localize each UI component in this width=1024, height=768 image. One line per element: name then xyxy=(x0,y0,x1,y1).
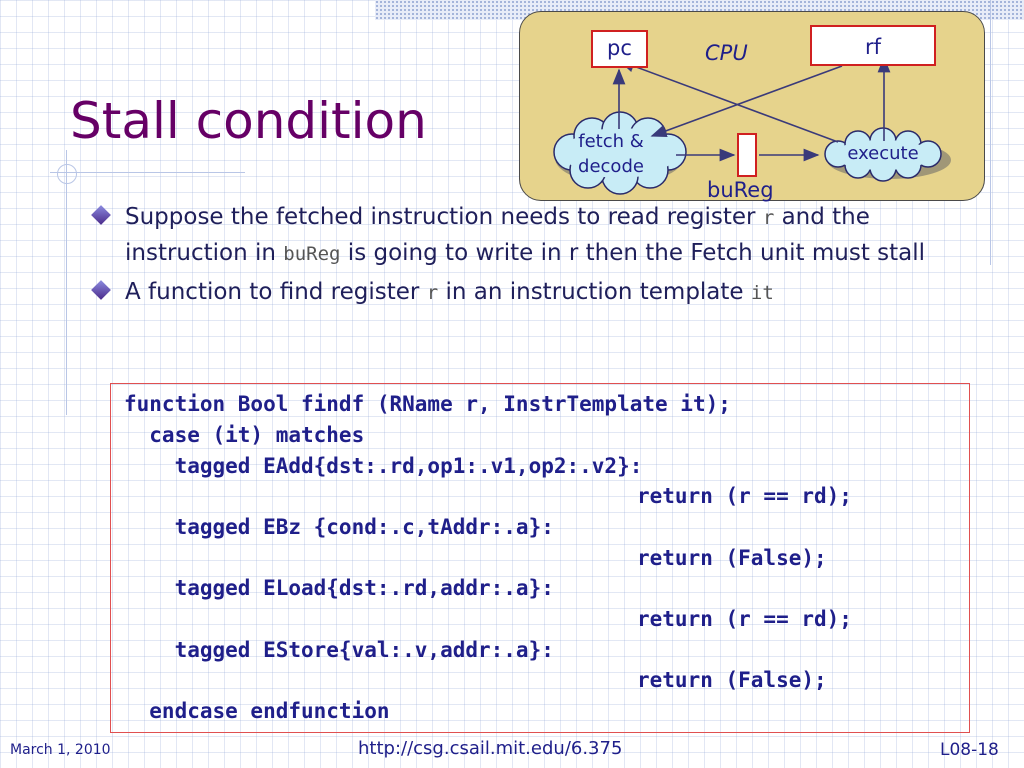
bullet-item: A function to find register r in an inst… xyxy=(91,275,972,311)
bullet-text: Suppose the fetched instruction needs to… xyxy=(125,204,763,230)
decorative-line xyxy=(66,150,67,415)
code-token: r xyxy=(426,282,439,304)
code-token: buReg xyxy=(283,243,341,265)
slide-number: L08-18 xyxy=(940,740,999,760)
code-line: tagged EBz {cond:.c,tAddr:.a}: xyxy=(124,515,554,539)
bullet-text: is going to write in r then the Fetch un… xyxy=(340,240,926,266)
code-line: tagged ELoad{dst:.rd,addr:.a}: xyxy=(124,576,554,600)
bullet-text: A function to find register xyxy=(125,279,427,305)
arrow-execute-to-pc xyxy=(618,60,839,143)
fetch-decode-label: fetch & decode xyxy=(548,129,674,179)
bullet-text: in an instruction template xyxy=(438,279,751,305)
code-block xyxy=(110,383,970,733)
pc-register: pc xyxy=(591,30,648,68)
code-line: return (False); xyxy=(637,546,827,570)
execute-label: execute xyxy=(847,143,919,164)
code-token: r xyxy=(762,207,775,229)
code-line: return (r == rd); xyxy=(637,484,852,508)
code-line: case (it) matches xyxy=(124,423,365,447)
bureg-register xyxy=(737,133,757,177)
bullet-item: Suppose the fetched instruction needs to… xyxy=(91,200,972,272)
bullet-list: Suppose the fetched instruction needs to… xyxy=(91,200,972,314)
code-line: return (False); xyxy=(637,668,827,692)
decorative-line xyxy=(990,0,991,265)
footer-date: March 1, 2010 xyxy=(10,742,111,758)
diamond-bullet-icon xyxy=(91,205,111,225)
arrow-rf-to-fetch xyxy=(650,65,843,138)
rf-register: rf xyxy=(810,25,936,66)
cpu-label: CPU xyxy=(705,41,748,65)
code-line: endcase endfunction xyxy=(124,699,390,723)
code-token: it xyxy=(750,282,774,304)
fetch-label-line1: fetch & xyxy=(578,131,644,152)
bullet-text: and the instruction in xyxy=(125,204,870,266)
diamond-bullet-icon xyxy=(91,280,111,300)
slide-title: Stall condition xyxy=(70,92,427,150)
code-line: tagged EAdd{dst:.rd,op1:.v1,op2:.v2}: xyxy=(124,454,643,478)
decorative-circle xyxy=(57,164,77,184)
decorative-line xyxy=(50,172,245,173)
code-line: function Bool findf (RName r, InstrTempl… xyxy=(124,392,731,416)
bureg-label: buReg xyxy=(707,178,774,202)
code-line: return (r == rd); xyxy=(637,607,852,631)
code-line: tagged EStore{val:.v,addr:.a}: xyxy=(124,638,554,662)
footer-url: http://csg.csail.mit.edu/6.375 xyxy=(358,738,623,759)
fetch-label-line2: decode xyxy=(578,156,644,177)
